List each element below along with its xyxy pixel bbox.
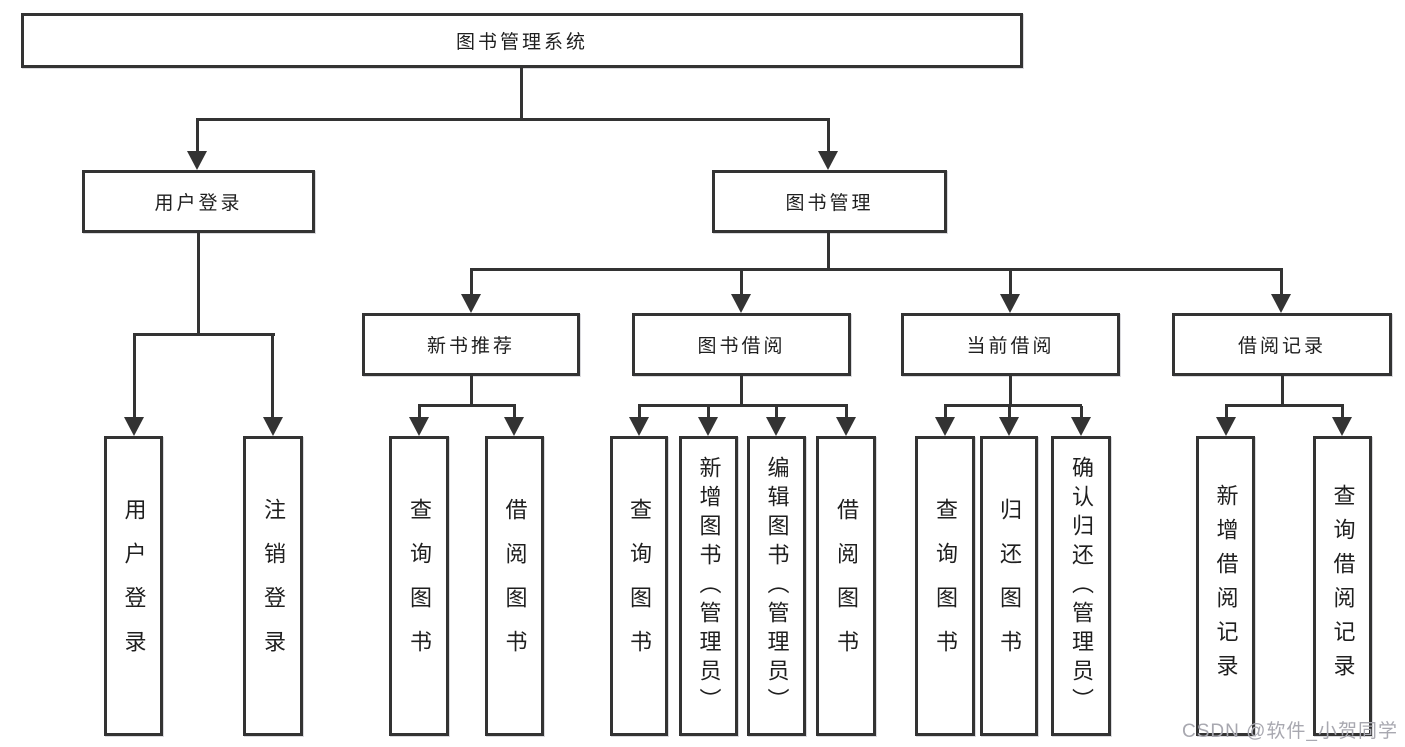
- connector-drop-bb-borrow: [845, 406, 848, 418]
- arrowhead-current-borrow: [1000, 294, 1020, 313]
- leaf-borrow-edit-book-label: 编辑图书（管理员）: [764, 455, 790, 717]
- leaf-borrow-query: 查询图书: [610, 436, 668, 736]
- leaf-record-add-label: 新增借阅记录: [1213, 484, 1239, 688]
- connector-drop-current-borrow: [1009, 270, 1012, 295]
- connector-current-borrow-stem: [1009, 376, 1012, 406]
- leaf-record-add: 新增借阅记录: [1196, 436, 1255, 736]
- connector-level2-rail: [196, 118, 830, 121]
- leaf-record-query-label: 查询借阅记录: [1330, 484, 1356, 688]
- arrowhead-bb-query: [629, 417, 649, 436]
- node-new-book-recommend: 新书推荐: [362, 313, 580, 376]
- node-borrow-record: 借阅记录: [1172, 313, 1392, 376]
- node-new-book-recommend-label: 新书推荐: [426, 336, 515, 357]
- connector-new-book-rail: [418, 404, 516, 407]
- leaf-newbook-query-label: 查询图书: [407, 498, 432, 674]
- node-book-management: 图书管理: [712, 170, 947, 233]
- connector-drop-cb-query: [944, 406, 947, 418]
- leaf-newbook-borrow-label: 借阅图书: [502, 498, 528, 674]
- node-book-borrow-label: 图书借阅: [697, 336, 786, 357]
- connector-drop-newbook-query: [418, 406, 421, 418]
- leaf-logout: 注销登录: [243, 436, 303, 736]
- leaf-newbook-query: 查询图书: [389, 436, 449, 736]
- node-root-label: 图书管理系统: [455, 32, 588, 53]
- connector-drop-book-borrow: [740, 270, 743, 295]
- node-book-borrow: 图书借阅: [632, 313, 851, 376]
- connector-drop-br-add: [1225, 406, 1228, 418]
- leaf-borrow-book-label: 借阅图书: [834, 498, 859, 674]
- leaf-current-return-label: 归还图书: [997, 498, 1022, 674]
- connector-current-borrow-rail: [944, 404, 1082, 407]
- leaf-user-login: 用户登录: [104, 436, 163, 736]
- arrowhead-newbook-borrow: [504, 417, 524, 436]
- connector-book-borrow-stem: [740, 376, 743, 406]
- node-root: 图书管理系统: [21, 13, 1023, 68]
- node-book-management-label: 图书管理: [785, 193, 874, 214]
- arrowhead-new-book: [461, 294, 481, 313]
- node-user-login: 用户登录: [82, 170, 315, 233]
- leaf-current-query-label: 查询图书: [933, 498, 958, 674]
- connector-drop-borrow-record: [1280, 270, 1283, 295]
- arrowhead-cb-confirm: [1071, 417, 1091, 436]
- leaf-current-confirm-return-label: 确认归还（管理员）: [1069, 455, 1094, 717]
- leaf-logout-label: 注销登录: [261, 498, 286, 674]
- node-user-login-label: 用户登录: [154, 193, 243, 214]
- connector-user-login-rail: [133, 333, 275, 336]
- arrowhead-leaf-user-login: [124, 417, 144, 436]
- leaf-current-query: 查询图书: [915, 436, 975, 736]
- arrowhead-br-query: [1332, 417, 1352, 436]
- arrowhead-cb-query: [935, 417, 955, 436]
- connector-borrow-record-stem: [1281, 376, 1284, 406]
- leaf-borrow-book: 借阅图书: [816, 436, 876, 736]
- arrowhead-bb-borrow: [836, 417, 856, 436]
- connector-level3-rail: [470, 268, 1283, 271]
- csdn-watermark: CSDN @软件_小贺同学: [1182, 721, 1398, 742]
- connector-book-management-stem: [827, 233, 830, 270]
- arrowhead-user-login: [187, 151, 207, 170]
- arrowhead-newbook-query: [409, 417, 429, 436]
- arrowhead-book-borrow: [731, 294, 751, 313]
- connector-borrow-record-rail: [1225, 404, 1344, 407]
- leaf-borrow-add-book: 新增图书（管理员）: [679, 436, 738, 736]
- leaf-borrow-add-book-label: 新增图书（管理员）: [696, 455, 722, 717]
- connector-drop-user-login: [196, 120, 199, 152]
- leaf-record-query: 查询借阅记录: [1313, 436, 1372, 736]
- arrowhead-book-management: [818, 151, 838, 170]
- connector-drop-bb-query: [638, 406, 641, 418]
- connector-drop-book-management: [827, 120, 830, 152]
- connector-root-stem: [520, 68, 523, 120]
- connector-drop-newbook-borrow: [513, 406, 516, 418]
- arrowhead-br-add: [1216, 417, 1236, 436]
- leaf-current-return: 归还图书: [980, 436, 1038, 736]
- connector-drop-cb-return: [1008, 406, 1011, 418]
- leaf-borrow-edit-book: 编辑图书（管理员）: [747, 436, 806, 736]
- connector-drop-bb-edit: [775, 406, 778, 418]
- connector-new-book-stem: [470, 376, 473, 406]
- connector-book-borrow-rail: [638, 404, 848, 407]
- arrowhead-leaf-logout: [263, 417, 283, 436]
- connector-drop-leaf-logout: [271, 335, 274, 418]
- arrowhead-bb-add: [698, 417, 718, 436]
- leaf-borrow-query-label: 查询图书: [627, 498, 652, 674]
- arrowhead-borrow-record: [1271, 294, 1291, 313]
- leaf-user-login-label: 用户登录: [121, 498, 147, 674]
- node-current-borrow: 当前借阅: [901, 313, 1120, 376]
- connector-drop-br-query: [1341, 406, 1344, 418]
- node-borrow-record-label: 借阅记录: [1237, 336, 1326, 357]
- node-current-borrow-label: 当前借阅: [966, 336, 1055, 357]
- leaf-current-confirm-return: 确认归还（管理员）: [1051, 436, 1111, 736]
- connector-user-login-stem: [197, 233, 200, 335]
- connector-drop-new-book: [470, 270, 473, 295]
- connector-drop-cb-confirm: [1080, 406, 1083, 418]
- leaf-newbook-borrow: 借阅图书: [485, 436, 544, 736]
- connector-drop-leaf-user-login: [133, 335, 136, 418]
- arrowhead-cb-return: [999, 417, 1019, 436]
- arrowhead-bb-edit: [766, 417, 786, 436]
- connector-drop-bb-add: [707, 406, 710, 418]
